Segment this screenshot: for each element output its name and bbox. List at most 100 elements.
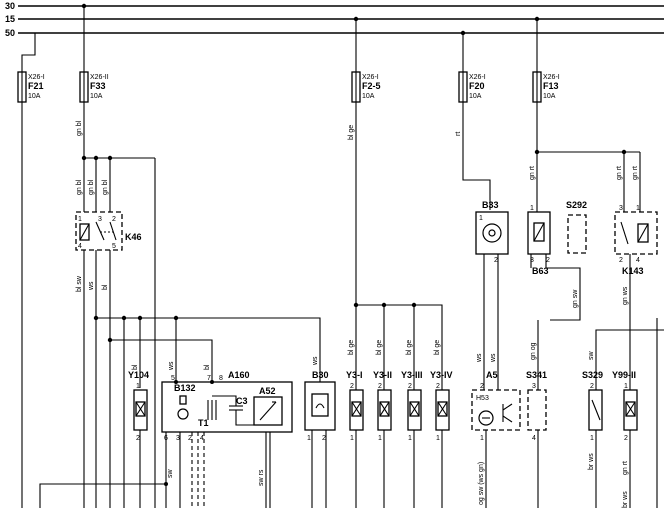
switch-S292: S292	[566, 200, 587, 254]
distribution-wires	[93, 302, 664, 508]
pin-label: 1	[307, 435, 311, 442]
wire-color-label: gn rt	[529, 166, 536, 180]
solenoid-mark	[135, 401, 146, 417]
fuse-rating: 10A	[90, 93, 103, 100]
fuse-rating: 10A	[362, 93, 375, 100]
module-A160: ws bl A160 5 7 8 B132 T1 C3 A52 6 3 2 4	[39, 361, 293, 508]
relay-housing	[75, 211, 123, 251]
pin-label: 3	[176, 435, 180, 442]
component-label: B30	[312, 370, 329, 380]
wire-color-label: gn og	[530, 342, 537, 360]
pin-label: 4	[78, 243, 82, 250]
wire-color-label: bl ge	[348, 125, 355, 140]
pin-label: 2	[590, 383, 594, 390]
switch-contact	[591, 399, 601, 421]
pin-label: 1	[530, 205, 534, 212]
wire-color-label: gn rt	[632, 166, 639, 180]
pin-label: 4	[200, 435, 204, 442]
sensor-mark	[315, 403, 325, 409]
sensor-B30: ws B30 u 1 2	[304, 356, 336, 508]
component-label: T1	[198, 418, 209, 428]
junction-dot	[164, 482, 168, 486]
solenoid-mark	[351, 401, 362, 417]
wire-color-label: sw	[588, 351, 595, 361]
solenoid-mark	[379, 401, 390, 417]
fuse-rating: 10A	[469, 93, 482, 100]
component-box	[527, 389, 547, 431]
wire	[39, 483, 166, 508]
pin-label: 2	[322, 435, 326, 442]
wire-color-label: ws	[490, 353, 497, 363]
sensor-element	[311, 393, 329, 417]
pin-label: 8	[219, 375, 223, 382]
rail-30-label: 30	[5, 1, 15, 11]
pin-label: 4	[636, 257, 640, 264]
component-label: A160	[228, 370, 250, 380]
pin-label: 2	[546, 257, 550, 264]
pin-label: 5	[171, 375, 175, 382]
pin-label: 1	[378, 435, 382, 442]
junction-dot	[174, 380, 178, 384]
solenoid-mark	[625, 401, 636, 417]
wire-color-label: bl ge	[376, 340, 383, 355]
fuse-holder: X26-I	[543, 74, 560, 81]
wire-color-label: bl sw	[76, 275, 83, 292]
rail-50-label: 50	[5, 28, 15, 38]
relay-contact	[95, 221, 105, 241]
component-label: C3	[236, 396, 248, 406]
component-box	[567, 214, 587, 254]
wire-color-label: gn ws	[622, 286, 629, 305]
pin-label: 1	[590, 435, 594, 442]
pin-label: 2	[136, 435, 140, 442]
pin-label: 4	[532, 435, 536, 442]
pin-label: 1	[350, 435, 354, 442]
pin-label: 3	[530, 257, 534, 264]
component-label: Y3-II	[373, 370, 392, 380]
meter-needle	[259, 401, 277, 421]
sensor-element	[179, 395, 187, 405]
rail-15-label: 15	[5, 14, 15, 24]
fuse-label: F33	[90, 81, 106, 91]
wire-color-label: ws	[476, 353, 483, 363]
component-label: B63	[532, 266, 549, 276]
wire-color-label: ws	[88, 281, 95, 291]
component-label: Y3-IV	[430, 370, 453, 380]
valve-Y104: Y104 bl 1 2	[128, 364, 149, 508]
wire-color-label: ws	[168, 361, 175, 371]
wire-color-label: gn sw	[572, 289, 579, 308]
pin-label: 5	[112, 243, 116, 250]
component-label: A5	[486, 370, 498, 380]
fuse-F13: X26-I F13 10A	[532, 19, 560, 152]
pin-label: 1	[136, 383, 140, 390]
component-label: Y104	[128, 370, 149, 380]
fuse-holder: X26-I	[28, 74, 45, 81]
wire-color-label: bl	[132, 364, 139, 370]
component-label: S341	[526, 370, 547, 380]
pin-label: 2	[436, 383, 440, 390]
module-A5: A5 2 H53 1 og sw (ws gn)	[471, 370, 521, 508]
wire	[235, 410, 254, 426]
component-label: Y3-III	[401, 370, 423, 380]
pin-label: 3	[619, 205, 623, 212]
pin-label: 2	[494, 257, 498, 264]
wire	[110, 339, 213, 382]
solenoid-mark	[437, 401, 448, 417]
wire-color-label: og sw (ws gn)	[478, 462, 485, 505]
valve-Y3-II: bl ge Y3-II 2 1	[373, 340, 392, 508]
wire-color-label: sw rs	[258, 469, 265, 486]
fuse-label: F13	[543, 81, 559, 91]
wire-color-label: gn bl	[102, 179, 109, 195]
fuse-rating: 10A	[28, 93, 41, 100]
component-label: B33	[482, 200, 499, 210]
wire-color-label: gn rt	[622, 461, 629, 475]
valve-Y3-I: bl ge Y3-I 2 1	[346, 340, 364, 508]
wire	[462, 102, 491, 210]
wire-color-label: bl ge	[406, 340, 413, 355]
transistor-lead	[502, 403, 513, 411]
fuse-label: F20	[469, 81, 485, 91]
pin-label: 1	[436, 435, 440, 442]
component-label: Y3-I	[346, 370, 363, 380]
pin-label: 1	[408, 435, 412, 442]
junction-dot	[93, 315, 99, 321]
component-label: H53	[476, 395, 489, 402]
